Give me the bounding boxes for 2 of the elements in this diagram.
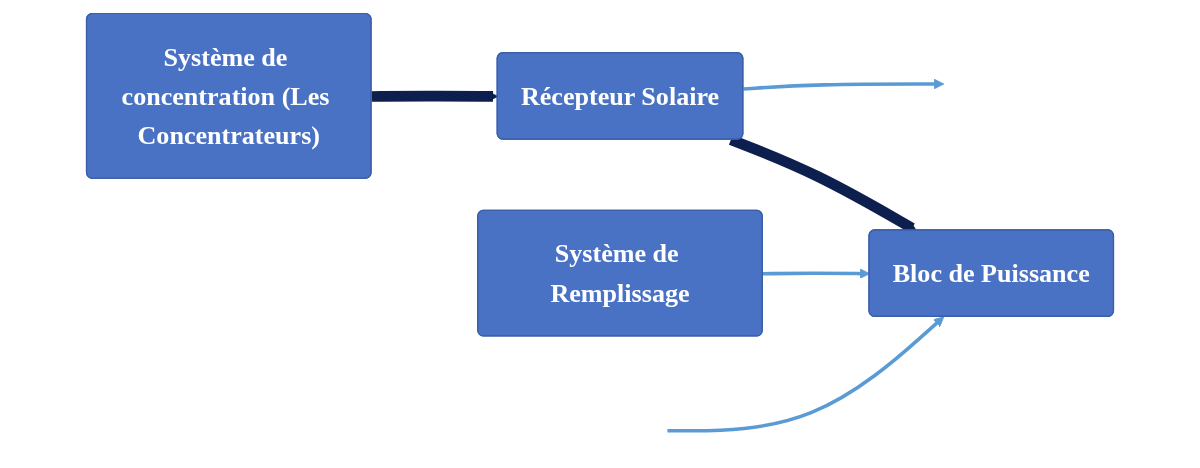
arrow [667,316,945,433]
arrow [743,78,945,91]
